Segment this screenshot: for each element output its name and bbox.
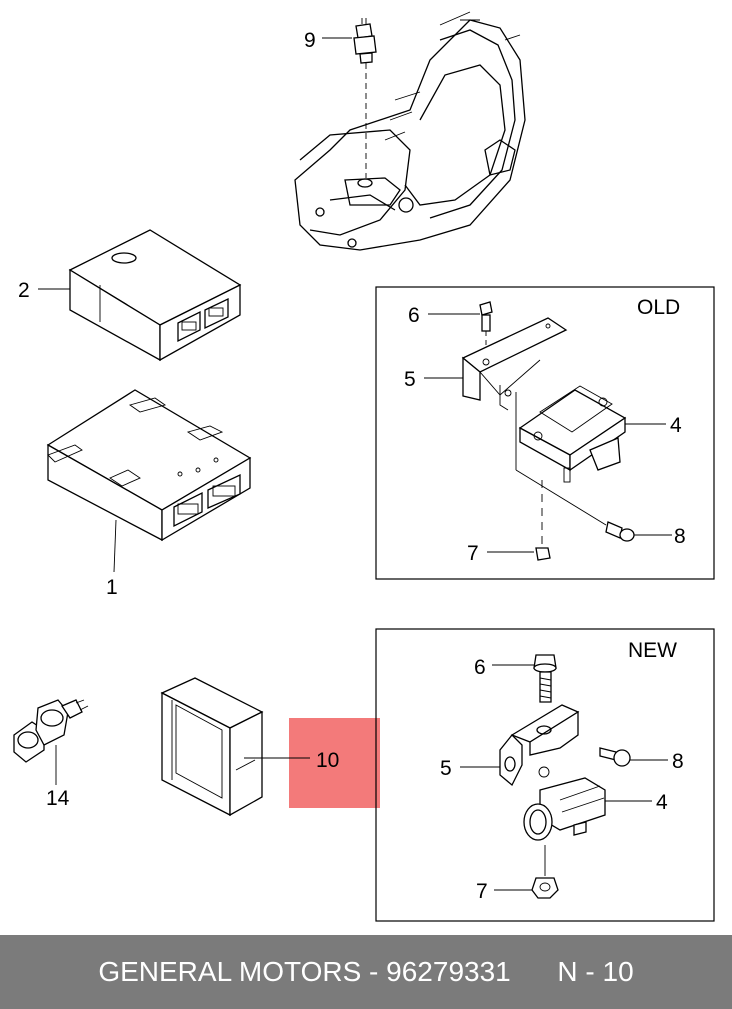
pressure-switch-part-14: [13, 699, 89, 763]
old-panel-frame: [375, 286, 715, 580]
old-callout-4: 4: [670, 414, 682, 437]
highlight-box-10: [289, 718, 380, 808]
transmission-housing: [294, 11, 526, 251]
new-bracket-assembly: [499, 654, 631, 899]
ecu-module-part-2: [68, 229, 242, 362]
new-callout-4: 4: [656, 791, 668, 814]
leader-1: [113, 519, 117, 573]
footer-page-code: N - 10: [557, 956, 634, 987]
callout-2: 2: [18, 279, 30, 302]
new-callout-7: 7: [476, 880, 488, 903]
old-bracket-assembly: [461, 301, 635, 561]
old-callout-8: 8: [674, 525, 686, 548]
new-callout-5: 5: [440, 757, 452, 780]
new-panel-frame: [375, 628, 715, 922]
callout-14: 14: [46, 787, 70, 810]
old-callout-6: 6: [408, 304, 420, 327]
ecu-module-part-1: [46, 389, 252, 542]
old-callout-5: 5: [404, 368, 416, 391]
callout-10: 10: [316, 749, 339, 772]
old-panel-label: OLD: [637, 296, 680, 319]
callout-1: 1: [106, 576, 118, 599]
speed-sensor-part-9: [353, 18, 377, 178]
new-panel-label: NEW: [628, 639, 677, 662]
new-callout-6: 6: [474, 656, 486, 679]
parts-diagram: 9 2 1: [13, 11, 715, 922]
control-module-part-10: [160, 677, 264, 817]
callout-9: 9: [304, 29, 316, 52]
new-callout-8: 8: [672, 750, 684, 773]
old-callout-7: 7: [467, 542, 479, 565]
footer-part-number: GENERAL MOTORS - 96279331: [98, 956, 511, 987]
footer-bar: GENERAL MOTORS - 96279331 N - 10: [0, 935, 732, 1009]
